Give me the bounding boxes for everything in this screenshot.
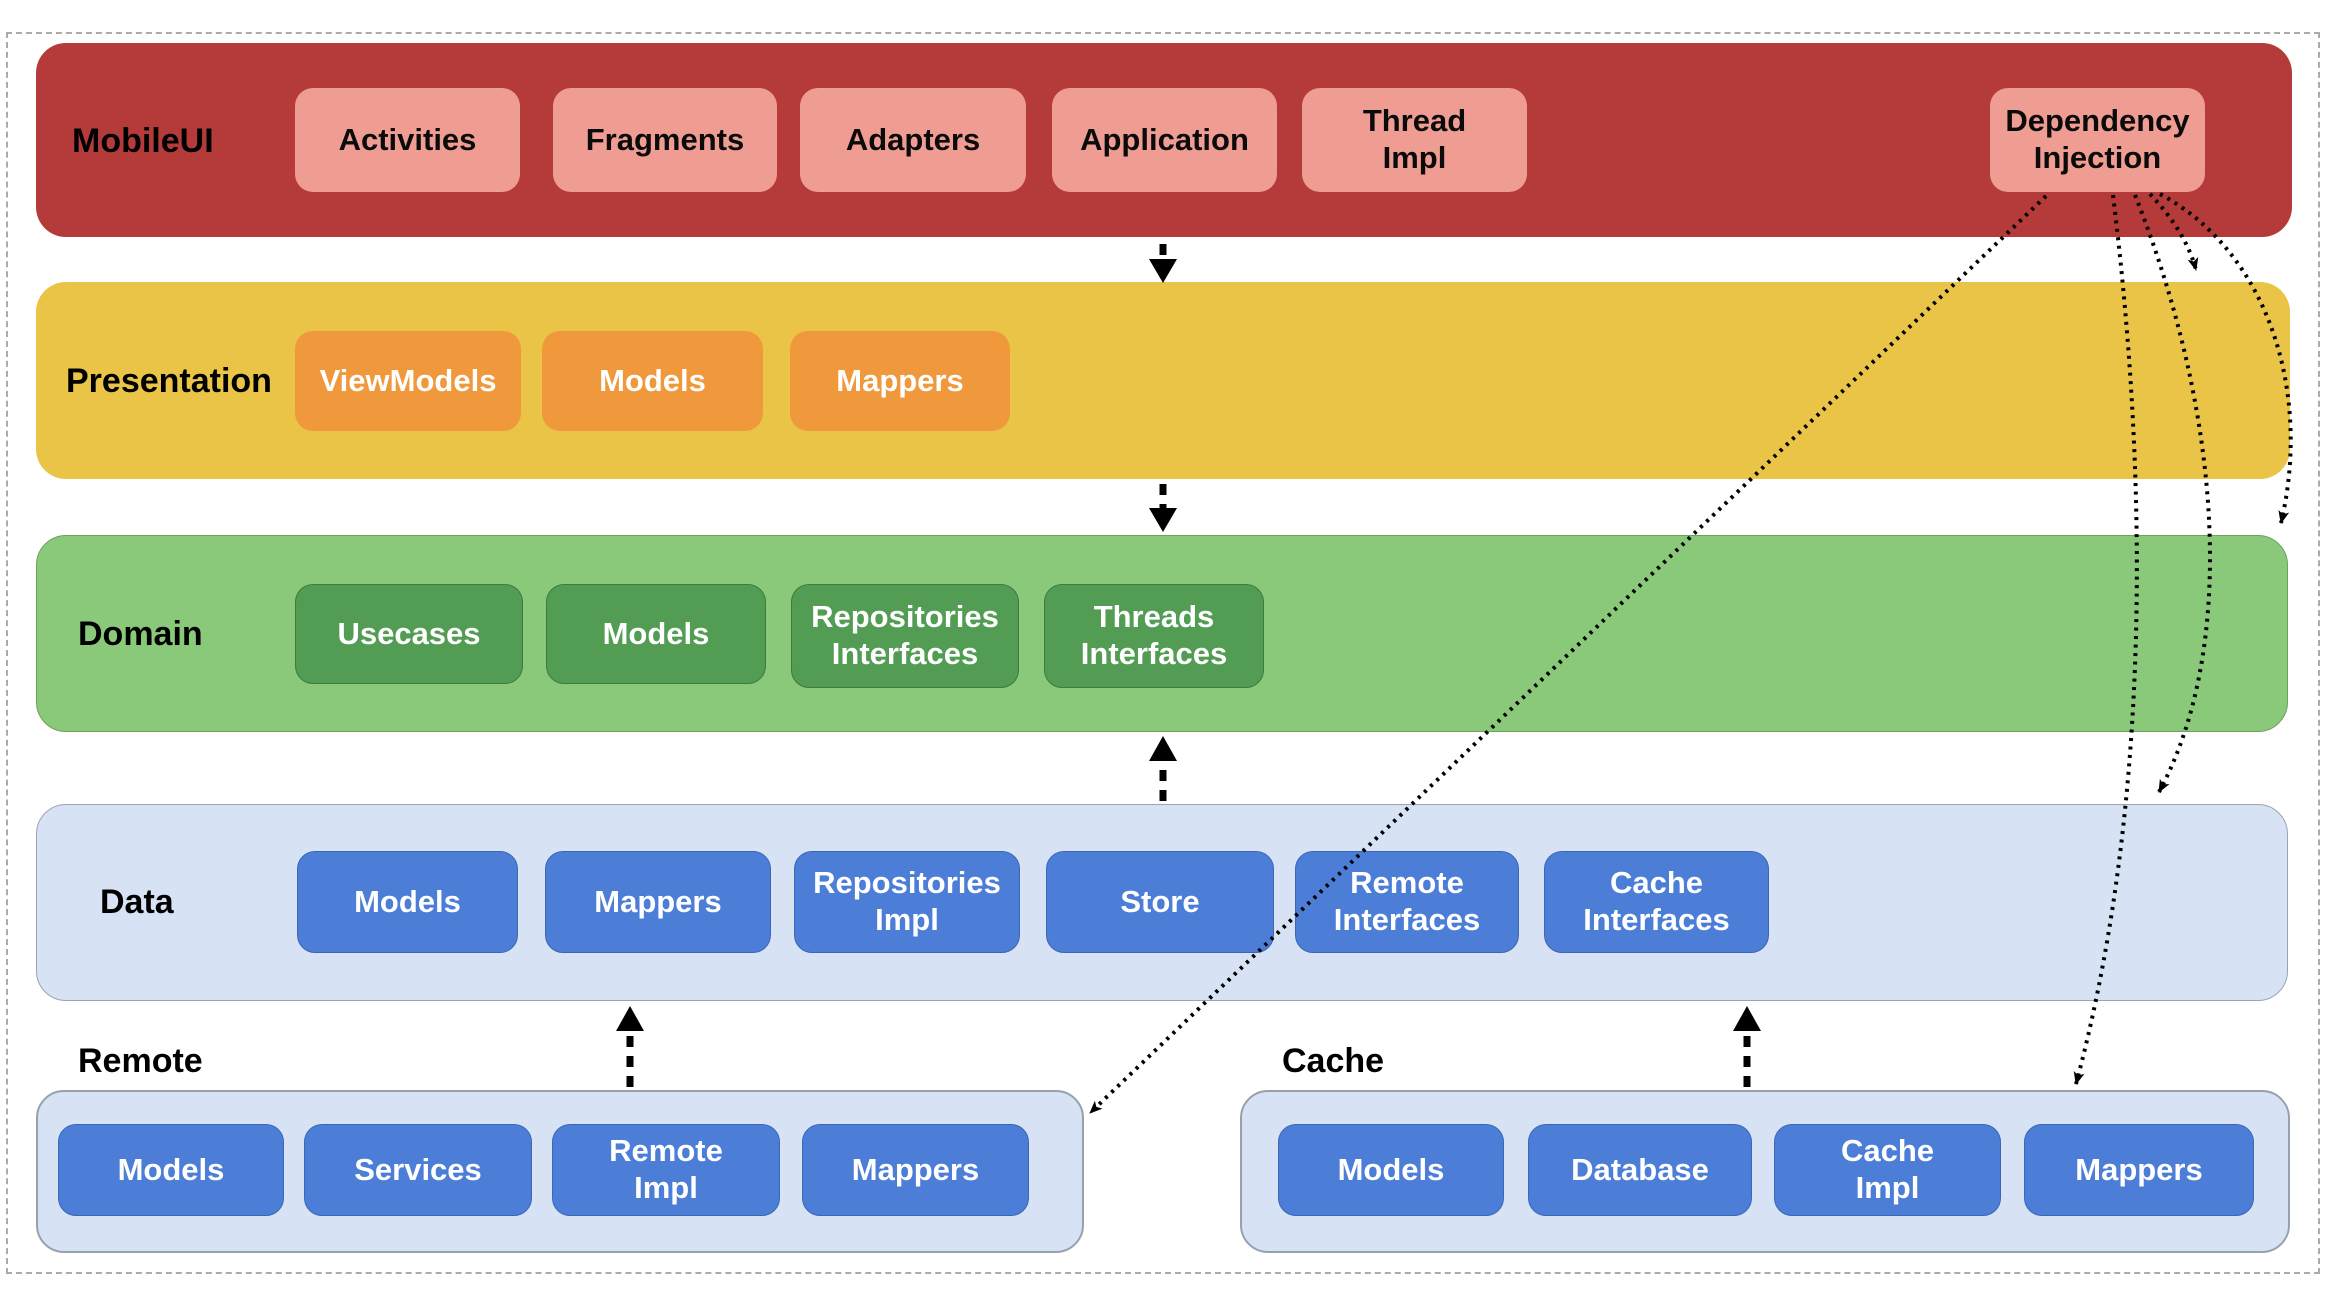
box-data-mappers: Mappers — [545, 851, 771, 953]
box-remote-impl: Remote Impl — [552, 1124, 780, 1216]
box-cache-interfaces: Cache Interfaces — [1544, 851, 1769, 953]
box-data-models: Models — [297, 851, 518, 953]
box-services: Services — [304, 1124, 532, 1216]
remote-section-label: Remote — [78, 1042, 203, 1080]
layer-presentation-label: Presentation — [66, 362, 272, 400]
box-repositories-interfaces: Repositories Interfaces — [791, 584, 1019, 688]
box-cache-impl: Cache Impl — [1774, 1124, 2001, 1216]
box-cache-mappers: Mappers — [2024, 1124, 2254, 1216]
box-presentation-models: Models — [542, 331, 763, 431]
box-remote-models: Models — [58, 1124, 284, 1216]
box-threads-interfaces: Threads Interfaces — [1044, 584, 1264, 688]
layer-domain-label: Domain — [78, 615, 203, 653]
box-repositories-impl: Repositories Impl — [794, 851, 1020, 953]
cache-section-label: Cache — [1282, 1042, 1385, 1080]
box-viewmodels: ViewModels — [295, 331, 521, 431]
box-usecases: Usecases — [295, 584, 523, 684]
box-remote-mappers: Mappers — [802, 1124, 1029, 1216]
box-activities: Activities — [295, 88, 520, 192]
box-presentation-mappers: Mappers — [790, 331, 1010, 431]
box-store: Store — [1046, 851, 1274, 953]
box-remote-interfaces: Remote Interfaces — [1295, 851, 1519, 953]
box-domain-models: Models — [546, 584, 766, 684]
layer-mobileui-label: MobileUI — [72, 122, 214, 160]
box-fragments: Fragments — [553, 88, 777, 192]
diagram-border — [6, 32, 2320, 1274]
box-application: Application — [1052, 88, 1277, 192]
box-adapters: Adapters — [800, 88, 1026, 192]
box-database: Database — [1528, 1124, 1752, 1216]
layer-data-label: Data — [100, 883, 174, 921]
box-thread-impl: Thread Impl — [1302, 88, 1527, 192]
box-dependency-injection: Dependency Injection — [1990, 88, 2205, 192]
box-cache-models: Models — [1278, 1124, 1504, 1216]
